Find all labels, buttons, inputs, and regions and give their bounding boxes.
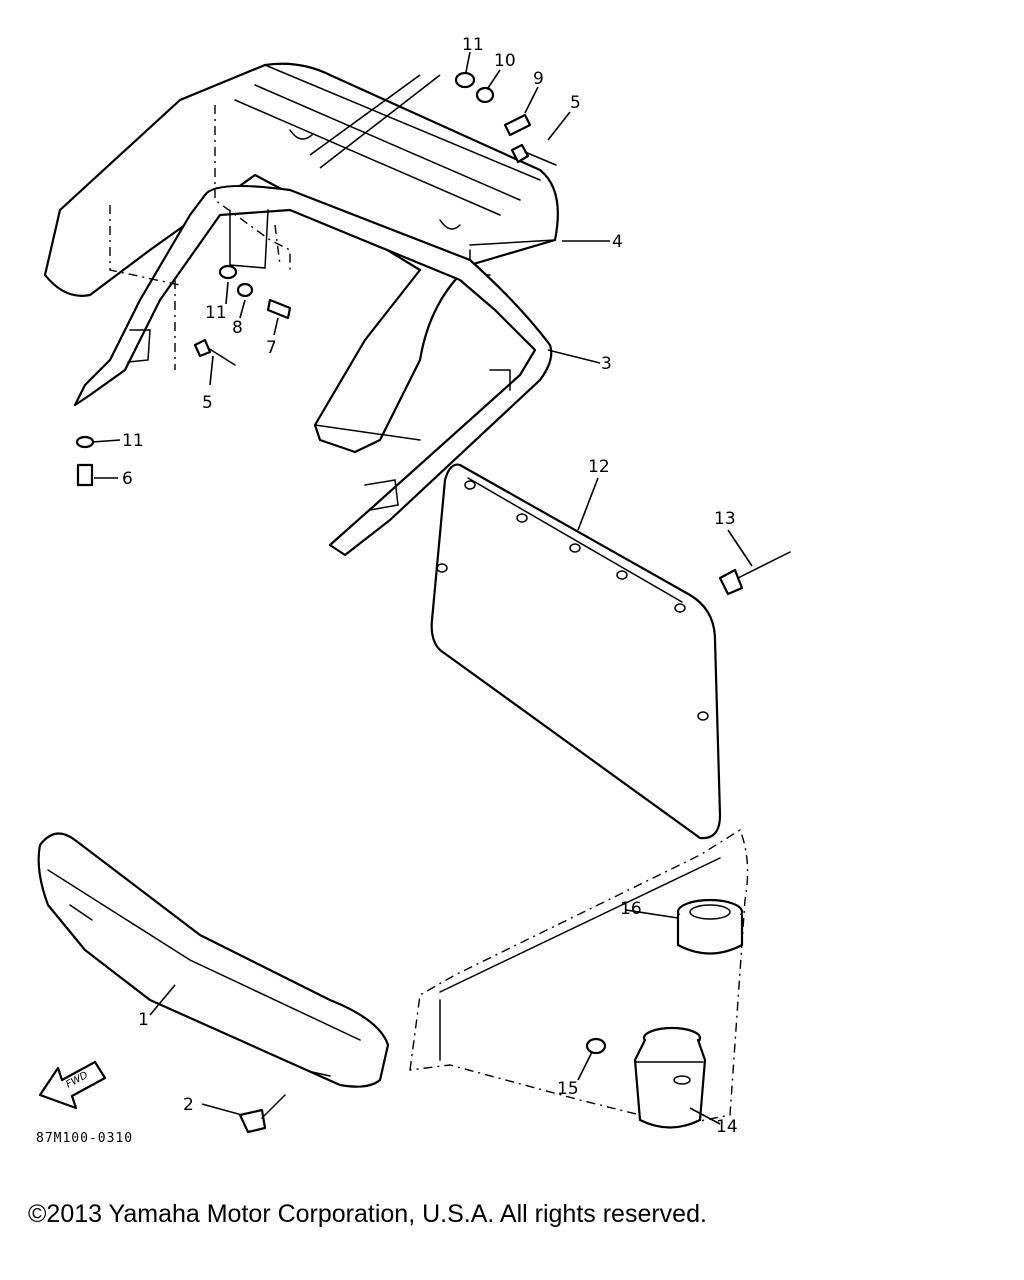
callout-4: 4	[612, 232, 623, 252]
assembly-guide	[274, 224, 281, 266]
exploded-parts-diagram: 11 10 9 5 4 3 12 13 11 8 7 5 11 6 1 2 16…	[36, 35, 791, 1146]
callout-12: 12	[588, 457, 610, 477]
part-3-rail	[73, 184, 553, 557]
callout-5: 5	[202, 393, 213, 413]
callout-14: 14	[716, 1117, 738, 1137]
callout-1: 1	[138, 1010, 149, 1030]
assembly-guide	[214, 105, 291, 270]
assembly-guide	[109, 205, 181, 286]
callout-6: 6	[122, 469, 133, 489]
hardware-bolt-9-7	[266, 113, 532, 320]
part-14-fitting	[633, 1026, 707, 1129]
hardware-washer-11	[75, 71, 476, 449]
forward-arrow-icon: FWD	[38, 1060, 107, 1110]
hardware-rivet-5	[193, 143, 557, 366]
callout-13: 13	[714, 509, 736, 529]
callout-2: 2	[183, 1095, 194, 1115]
part-15-plug	[585, 1037, 607, 1055]
part-13-pin	[718, 551, 791, 596]
callout-9: 9	[533, 69, 544, 89]
leader-lines	[91, 51, 753, 1125]
callout-5: 5	[570, 93, 581, 113]
callout-8: 8	[232, 318, 243, 338]
copyright-notice: ©2013 Yamaha Motor Corporation, U.S.A. A…	[28, 1200, 707, 1228]
hardware-nut-10-8	[236, 86, 495, 298]
callout-11: 11	[122, 431, 144, 451]
drawing-code: 87M100-0310	[36, 1131, 133, 1146]
part-12-panel	[430, 463, 722, 840]
part-16-grommet	[676, 898, 744, 955]
callout-3: 3	[601, 354, 612, 374]
callout-11: 11	[462, 35, 484, 55]
part-2-screw	[238, 1094, 286, 1134]
callout-10: 10	[494, 51, 516, 71]
callout-16: 16	[620, 899, 642, 919]
callout-7: 7	[266, 338, 277, 358]
callout-15: 15	[557, 1079, 579, 1099]
part-1-bumper	[37, 832, 390, 1088]
callout-11: 11	[205, 303, 227, 323]
hardware-bolt-6	[76, 463, 94, 487]
part-4-upper-cover	[43, 62, 559, 454]
